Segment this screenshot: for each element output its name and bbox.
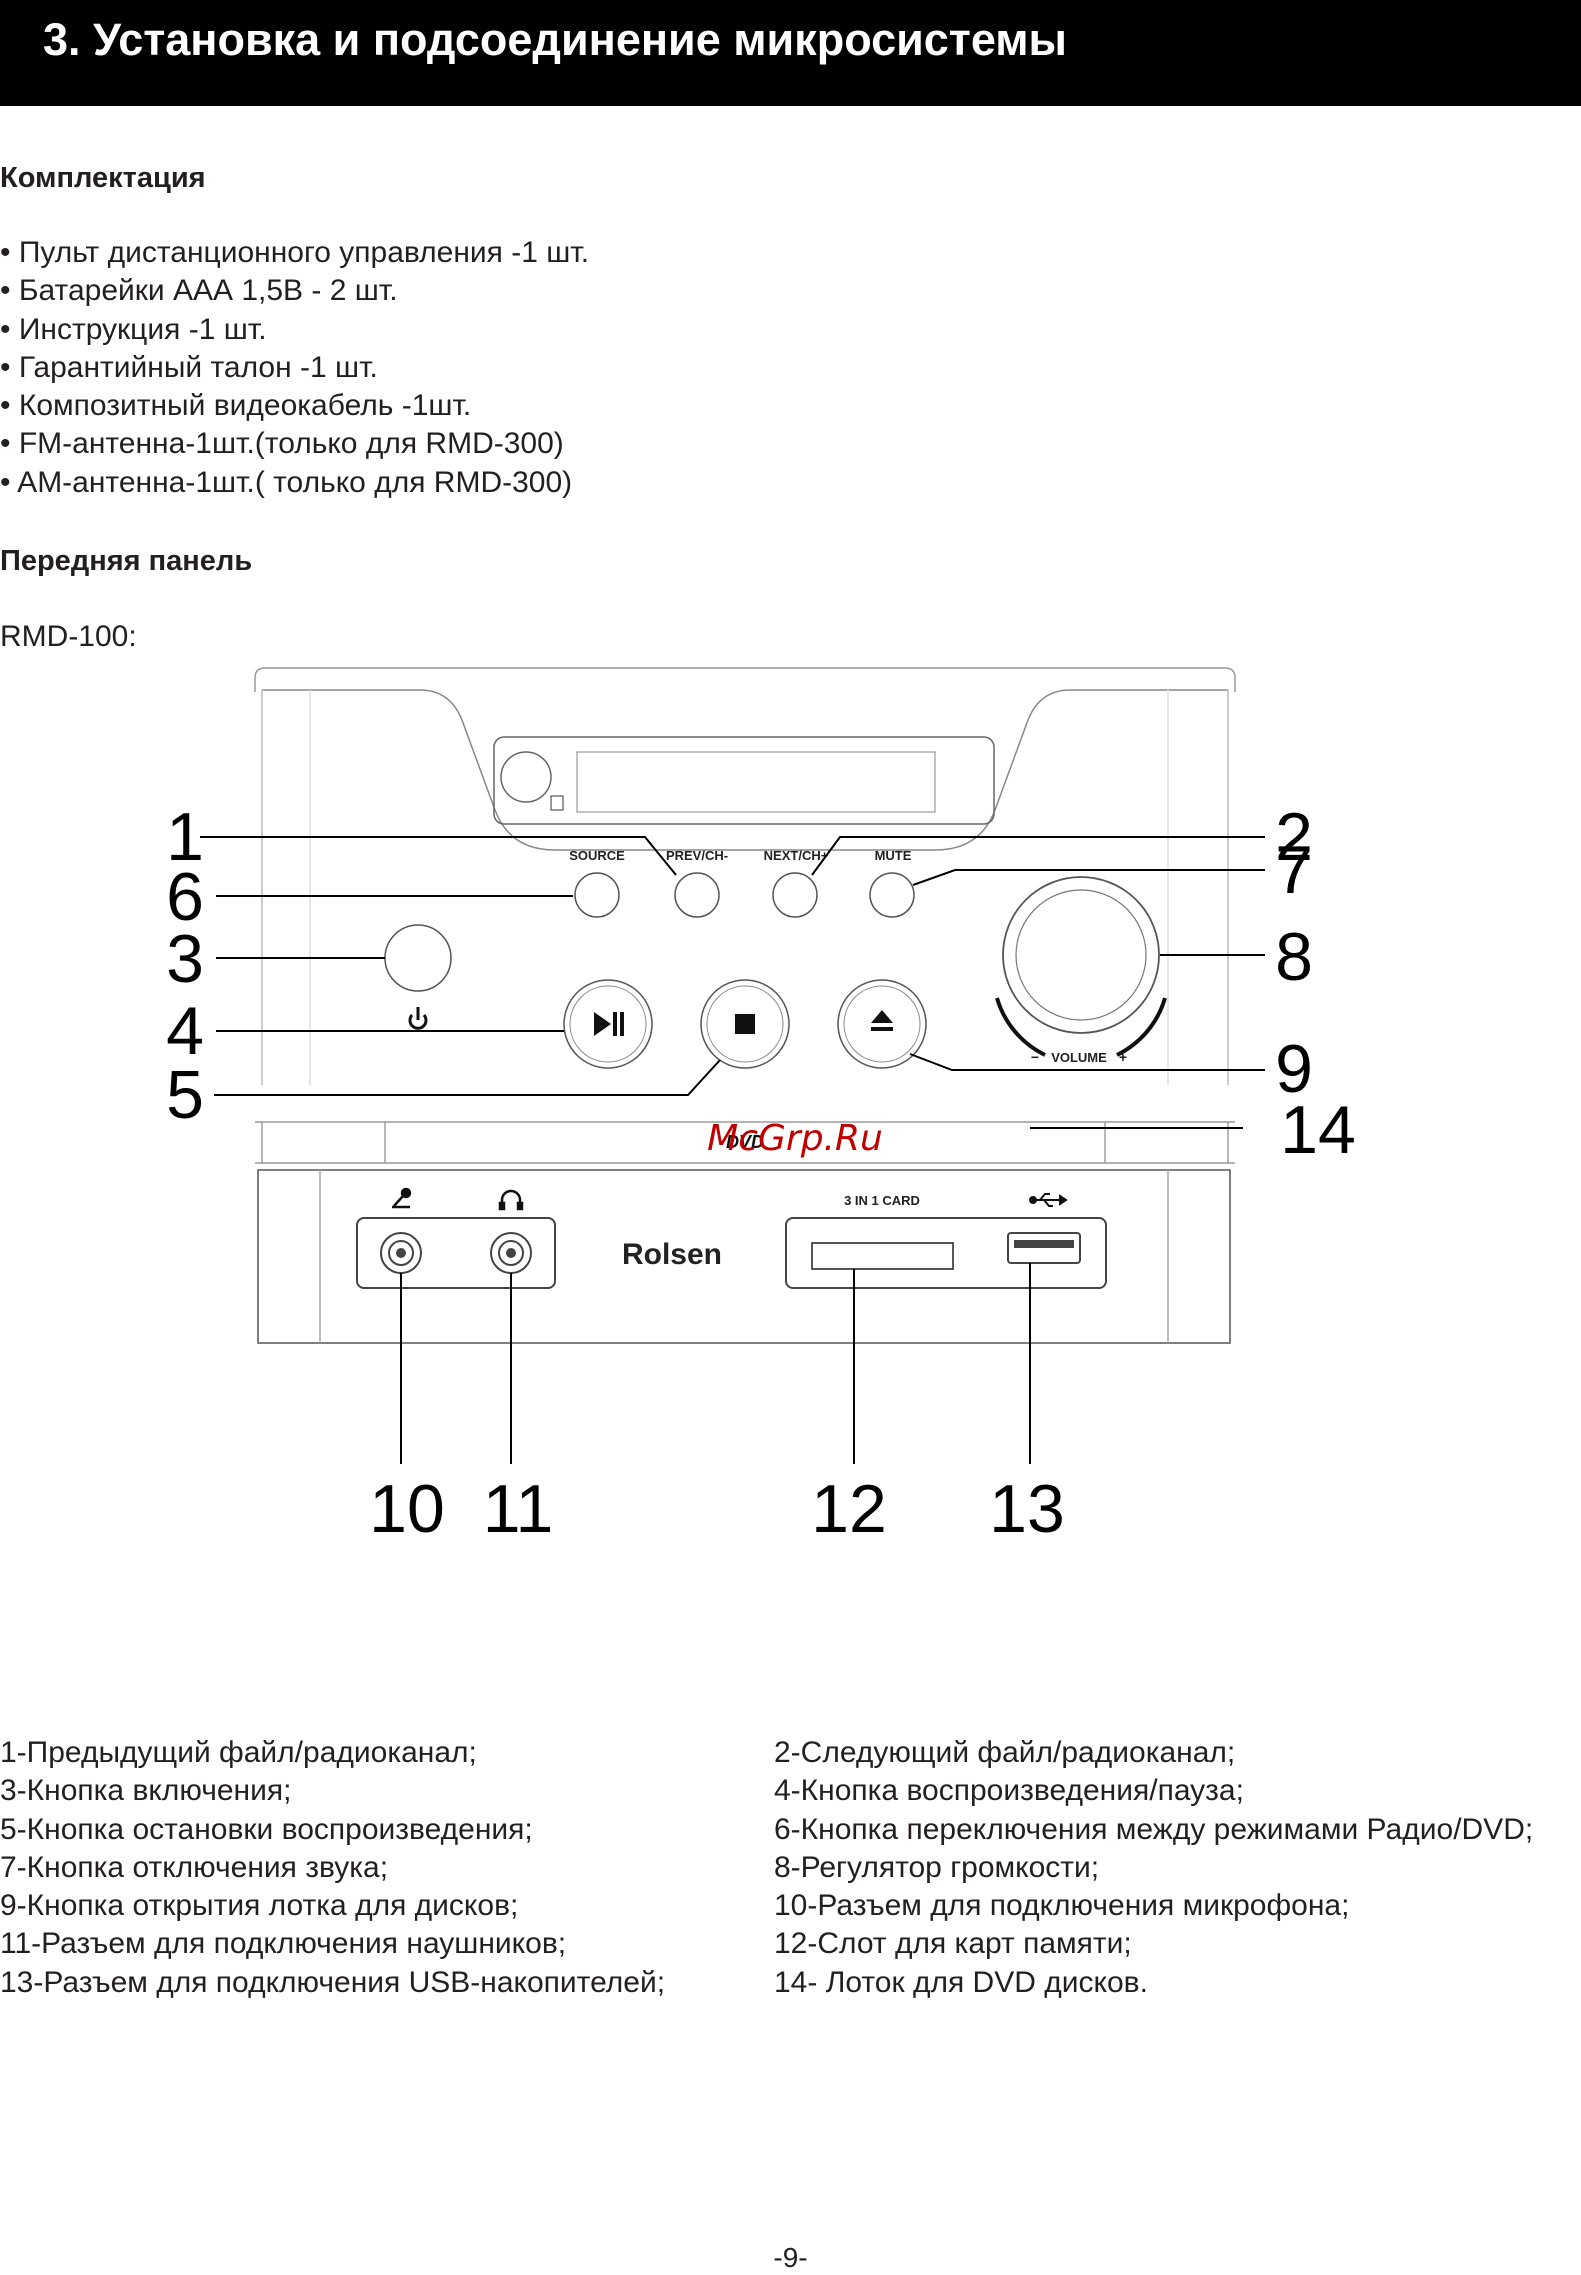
watermark: McGrp.Ru [707,1118,883,1159]
power-button[interactable] [384,924,452,992]
mute-label: MUTE [875,848,912,863]
page-number: -9- [773,2242,808,2273]
callout-10: 10 [369,1471,445,1547]
legend-item: 2-Следующий файл/радиоканал; [774,1736,1236,1769]
legend-item: 5-Кнопка остановки воспроизведения; [0,1812,533,1846]
next-button[interactable] [772,872,818,918]
display-window [493,736,995,825]
hdmi-icon [550,795,564,811]
legend-item: 12-Слот для карт памяти; [774,1927,1132,1961]
callout-3: 3 [166,921,204,997]
prev-label: PREV/CH- [666,848,728,863]
card-label: 3 IN 1 CARD [844,1193,920,1208]
stop-icon [735,1014,755,1034]
card-usb-panel [785,1217,1107,1289]
callout-4: 4 [166,993,204,1069]
callout-12: 12 [811,1471,887,1547]
list-item: • Инструкция -1 шт. [0,312,267,346]
legend-item: 13-Разъем для подключения USB-накопителе… [0,1965,666,1999]
headphone-jack[interactable] [490,1232,532,1274]
card-slot[interactable] [811,1242,954,1270]
volume-arc-right [1116,997,1167,1057]
list-item: • Композитный видеокабель -1шт. [0,389,472,423]
package-list: • Пульт дистанционного управления -1 шт.… [0,234,589,502]
legend-item: 11-Разъем для подключения наушников; [0,1927,567,1961]
microphone-icon [392,1187,412,1209]
legend-item: 6-Кнопка переключения между режимами Рад… [774,1812,1534,1846]
legend-item: 1-Предыдущий файл/радиоканал; [0,1736,477,1769]
legend-item: 8-Регулятор громкости; [774,1850,1100,1884]
legend-item: 10-Разъем для подключения микрофона; [774,1889,1350,1923]
callout-5: 5 [166,1057,204,1133]
legend-item: 4-Кнопка воспроизведения/пауза; [774,1774,1244,1808]
prev-button[interactable] [674,872,720,918]
legend-item: 3-Кнопка включения; [0,1774,292,1808]
model-label: RMD-100: [0,620,137,653]
headphone-icon [498,1189,524,1211]
list-item: • Батарейки ААА 1,5В - 2 шт. [0,274,398,308]
power-icon [408,1007,428,1030]
section-title: 3. Установка и подсоединение микросистем… [43,14,1067,65]
volume-minus: − [1031,1049,1039,1065]
eject-icon [871,1010,893,1031]
volume-arc-left [995,997,1046,1057]
dvd-logo: DVD [726,1132,764,1152]
callout-1: 1 [166,799,204,875]
list-item: • Гарантийный талон -1 шт. [0,350,378,384]
microphone-jack[interactable] [380,1232,422,1274]
source-button[interactable] [574,872,620,918]
callout-7: 7 [1275,832,1313,908]
front-panel-diagram: SOURCE PREV/CH- NEXT/CH+ MUTE [166,667,1356,1547]
callout-8: 8 [1275,919,1313,995]
volume-label: VOLUME [1051,1050,1107,1065]
callout-6: 6 [166,859,204,935]
legend-right-column: 2-Следующий файл/радиоканал; 4-Кнопка во… [774,1734,1533,2002]
callout-11: 11 [483,1471,554,1547]
mute-button[interactable] [869,872,915,918]
usb-icon [1029,1193,1068,1207]
list-item: • AM-антенна-1шт.( только для RMD-300) [0,465,573,499]
eject-button[interactable] [837,979,927,1069]
volume-knob[interactable] [1002,876,1160,1034]
display-screen [576,751,936,813]
callout-2: 2 [1275,799,1313,875]
ir-sensor [500,751,552,803]
legend-item: 14- Лоток для DVD дисков. [774,1965,1148,1999]
list-item: • FM-антенна-1шт.(только для RMD-300) [0,427,564,461]
legend-item: 9-Кнопка открытия лотка для дисков; [0,1889,519,1923]
front-panel-heading: Передняя панель [0,545,253,577]
callout-9: 9 [1275,1031,1313,1107]
package-heading: Комплектация [0,162,206,194]
legend-left-column: 1-Предыдущий файл/радиоканал; 3-Кнопка в… [0,1734,665,2002]
play-pause-icon [594,1012,624,1036]
brand-logo: Rolsen [622,1238,722,1271]
jack-panel [356,1217,556,1289]
callout-13: 13 [989,1471,1065,1547]
callout-14: 14 [1280,1092,1356,1168]
volume-plus: + [1119,1049,1127,1065]
section-header: 3. Установка и подсоединение микросистем… [0,0,1581,106]
next-label: NEXT/CH+ [764,848,829,863]
usb-port[interactable] [1007,1232,1081,1264]
list-item: • Пульт дистанционного управления -1 шт. [0,236,590,269]
legend-item: 7-Кнопка отключения звука; [0,1850,389,1884]
usb-port-contacts [1014,1240,1074,1248]
source-label: SOURCE [569,848,625,863]
